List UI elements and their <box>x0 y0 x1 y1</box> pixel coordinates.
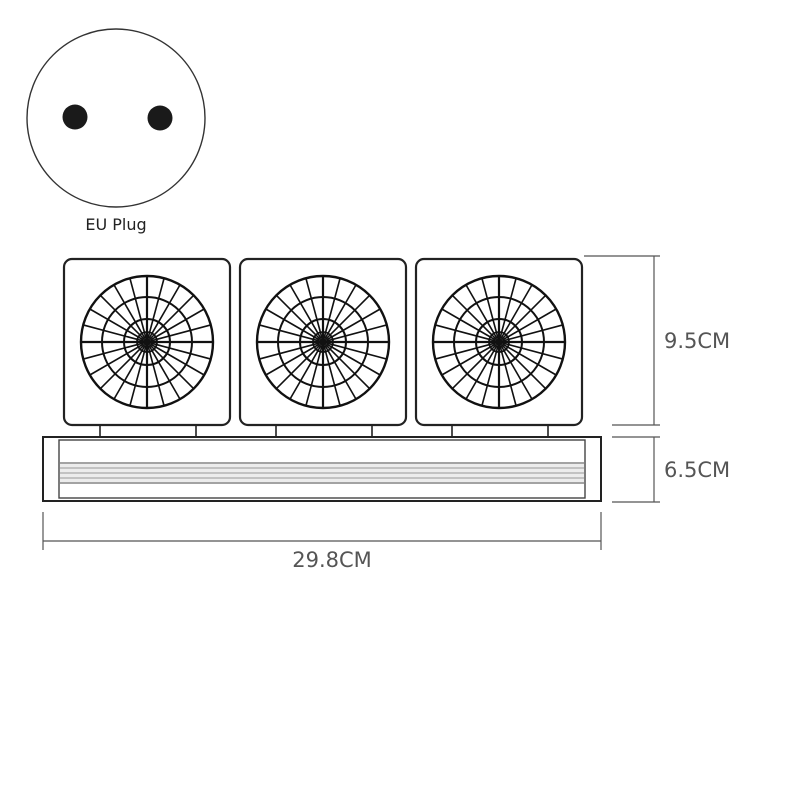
plug-pin-right <box>147 105 173 131</box>
fan-foot <box>275 424 373 438</box>
fan-grille-icon <box>255 274 391 410</box>
fan-units <box>62 257 584 438</box>
height-dimension-lines <box>584 255 660 503</box>
fan-grille-icon <box>79 274 215 410</box>
fan-grille-icon <box>431 274 567 410</box>
width-label: 29.8CM <box>292 548 372 572</box>
fan-base <box>42 436 602 502</box>
fan-height-label: 9.5CM <box>664 329 730 353</box>
fan-hub <box>143 338 151 346</box>
plug-pin-left <box>62 104 88 130</box>
fan-unit <box>414 257 584 438</box>
fan-unit <box>238 257 408 438</box>
width-dimension-line <box>42 512 602 550</box>
fan-hub <box>495 338 503 346</box>
fan-unit <box>62 257 232 438</box>
eu-plug-icon <box>26 28 206 208</box>
base-height-label: 6.5CM <box>664 458 730 482</box>
fan-foot <box>451 424 549 438</box>
fan-foot <box>99 424 197 438</box>
fan-hub <box>319 338 327 346</box>
plug-label: EU Plug <box>85 215 146 234</box>
